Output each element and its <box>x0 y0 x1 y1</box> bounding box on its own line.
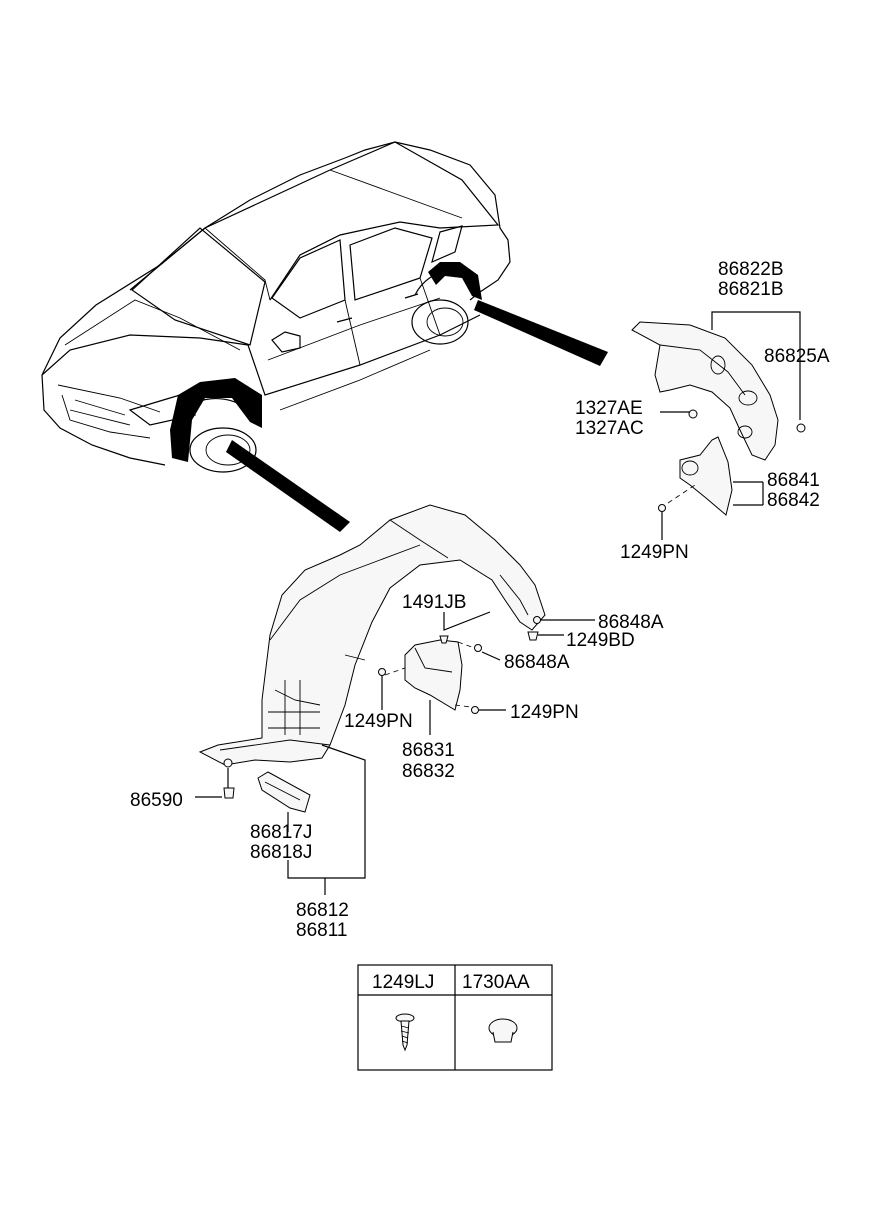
front-liner-bracket <box>257 771 311 813</box>
label-86842: 86842 <box>767 490 820 511</box>
label-86822B: 86822B <box>718 259 784 280</box>
legend-col-1249LJ: 1249LJ <box>372 972 434 993</box>
label-86818J: 86818J <box>250 842 312 863</box>
label-86812: 86812 <box>296 900 349 921</box>
front-mud-guard <box>404 639 481 711</box>
rear-wheel-liner <box>631 321 806 461</box>
label-86817J: 86817J <box>250 822 312 843</box>
label-1327AC: 1327AC <box>575 418 644 439</box>
label-86831: 86831 <box>402 740 455 761</box>
label-86832: 86832 <box>402 761 455 782</box>
label-86848A-lower: 86848A <box>504 652 570 673</box>
plug-cap-icon <box>488 1018 518 1043</box>
label-1249PN-left: 1249PN <box>344 711 413 732</box>
label-1249BD: 1249BD <box>566 630 635 651</box>
label-1327AE: 1327AE <box>575 398 643 419</box>
rear-mud-guard <box>658 436 733 516</box>
label-86848A-upper: 86848A <box>598 612 664 633</box>
legend-table: 1249LJ 1730AA <box>357 964 553 1071</box>
label-86590: 86590 <box>130 790 183 811</box>
part-labels: 86822B 86821B 86825A 1327AE 1327AC 86841… <box>130 259 830 941</box>
car-illustration <box>41 141 608 532</box>
label-86811: 86811 <box>296 920 347 941</box>
leader-lines <box>195 311 801 895</box>
clip-86590 <box>223 768 235 799</box>
screw-icon <box>395 1013 415 1052</box>
fasteners <box>378 616 541 714</box>
label-1249PN-right: 1249PN <box>510 702 579 723</box>
label-1249PN-rear: 1249PN <box>620 542 689 563</box>
legend-col-1730AA: 1730AA <box>462 972 530 993</box>
label-86821B: 86821B <box>718 279 784 300</box>
label-1491JB: 1491JB <box>402 592 466 613</box>
label-86825A: 86825A <box>764 346 830 367</box>
label-86841: 86841 <box>767 470 820 491</box>
